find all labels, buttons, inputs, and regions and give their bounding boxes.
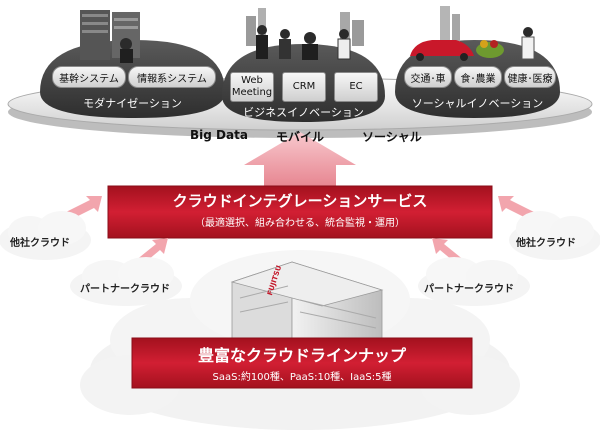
cloud-partner-left <box>70 257 182 306</box>
driver-big-data: Big Data <box>190 128 248 142</box>
info-system-pill: 情報系システム <box>128 66 216 88</box>
web-meeting-tile: Web Meeting <box>230 72 274 102</box>
integration-service-title: クラウドインテグレーションサービス <box>172 192 428 210</box>
integration-service-subtitle: （最適選択、組み合わせる、統合監視・運用） <box>195 218 405 229</box>
lineup-subtitle: SaaS:約100種、PaaS:10種、IaaS:5種 <box>212 372 392 383</box>
up-arrow-main <box>244 132 356 196</box>
social-illustration <box>410 6 535 61</box>
ec-tile: EC <box>334 72 378 102</box>
other-cloud-left-label: 他社クラウド <box>10 238 70 249</box>
lineup-banner-shape <box>131 337 473 389</box>
social-innovation-label: ソーシャルイノベーション <box>411 97 544 110</box>
driver-social: ソーシャル <box>362 130 422 144</box>
integration-banner-shape <box>107 185 493 239</box>
cloud-partner-right <box>418 257 530 306</box>
partner-cloud-left-label: パートナークラウド <box>80 284 170 295</box>
cloud-other-right <box>509 211 600 260</box>
health-medical-pill: 健康･医療 <box>504 66 556 88</box>
transport-pill: 交通･車 <box>404 66 452 88</box>
crm-tile: CRM <box>282 72 326 102</box>
business-innovation-label: ビジネスイノベーション <box>243 106 364 119</box>
food-agri-pill: 食･農業 <box>454 66 502 88</box>
modernization-label: モダナイゼーション <box>83 97 182 110</box>
other-cloud-right-label: 他社クラウド <box>516 238 576 249</box>
lineup-title: 豊富なクラウドラインナップ <box>197 346 406 365</box>
driver-mobile: モバイル <box>276 130 325 144</box>
server-rack-illustration <box>80 10 140 63</box>
core-system-pill: 基幹システム <box>52 66 126 88</box>
partner-cloud-right-label: パートナークラウド <box>424 284 514 295</box>
office-people-illustration <box>246 8 364 60</box>
cloud-other-left <box>0 211 91 260</box>
